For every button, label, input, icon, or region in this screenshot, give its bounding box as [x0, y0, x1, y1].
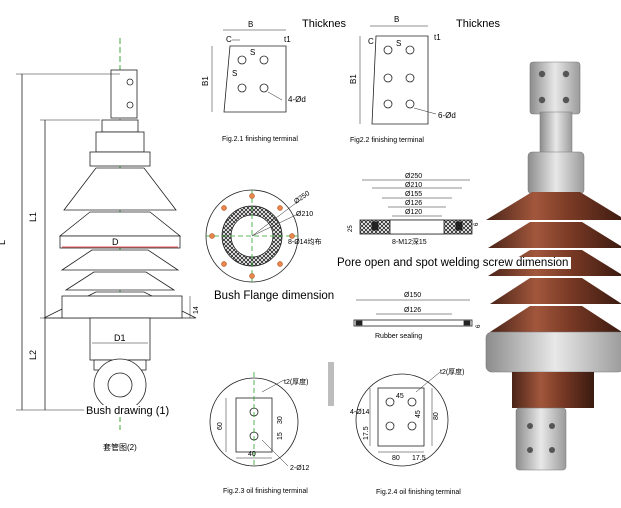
dim-pore-126: Ø126: [405, 200, 422, 207]
label-rubber-sealing: Rubber sealing: [375, 333, 423, 340]
dim-o-15: 15: [277, 432, 284, 440]
separator-bar: [328, 362, 334, 406]
dim-pore-250: Ø250: [405, 173, 422, 180]
dim-s-2-2: S: [396, 39, 401, 48]
dim-c-2-1: C: [226, 35, 232, 44]
dim-D: D: [112, 237, 119, 247]
fig-2-2-drawing: [359, 25, 437, 125]
label-bush-drawing: Bush drawing (1): [84, 405, 172, 417]
dim-q-45b: 45: [415, 410, 422, 418]
dim-hole-2-1: 4-Ød: [288, 95, 306, 104]
dim-pore-25: 25: [348, 225, 354, 232]
bush-flange-drawing: [205, 189, 301, 283]
dim-q-80b: 80: [392, 455, 400, 462]
dim-hole-2-2: 6-Ød: [438, 111, 456, 120]
dim-pore-small: 6: [474, 222, 480, 226]
dim-o-holes: 2-Ø12: [290, 465, 310, 472]
dim-o-30: 30: [277, 416, 284, 424]
dim-L1: L1: [28, 212, 38, 222]
fig-2-1-drawing: [211, 29, 287, 113]
dim-q-175b: 17.5: [412, 455, 426, 462]
label-thickness-1: Thicknes: [302, 18, 347, 30]
label-bush-flange: Bush Flange dimension: [214, 290, 335, 302]
dim-pore-120: Ø120: [405, 209, 422, 216]
dim-pore-screw: 8-M12深15: [392, 237, 427, 246]
dim-14: 14: [193, 306, 200, 314]
dim-flange-holes: 8-Ø14均布: [288, 237, 321, 246]
caption-fig-2-4: Fig.2.4 oil finishing terminal: [376, 489, 461, 496]
dim-L: L: [0, 240, 7, 245]
dim-q-175a: 17.5: [363, 426, 370, 440]
dim-pore-155: Ø155: [405, 191, 422, 198]
dim-o-t2: t2(厚度): [284, 377, 309, 386]
dim-b1-2-1: B1: [201, 76, 210, 86]
dim-s-2-1: S: [250, 48, 255, 57]
dim-o-60: 60: [217, 422, 224, 430]
dim-s-2-1b: S: [232, 69, 237, 78]
dim-q-45a: 45: [396, 393, 404, 400]
bushing-elevation-drawing: [16, 38, 197, 430]
caption-fig-2-3: Fig.2.3 oil finishing terminal: [223, 488, 308, 495]
dim-t1-2-1: t1: [284, 35, 291, 44]
dim-b-2-1: B: [248, 20, 253, 29]
dim-D1: D1: [114, 333, 126, 343]
dim-L2: L2: [28, 350, 38, 360]
dim-rubber-126: Ø126: [404, 307, 421, 314]
fig-2-4-drawing: [355, 371, 449, 467]
rubber-sealing-drawing: [353, 299, 473, 327]
dim-q-t2: t2(厚度): [440, 367, 465, 376]
dim-t1-2-2: t1: [434, 33, 441, 42]
dim-c-2-2: C: [368, 37, 374, 46]
dim-b-2-2: B: [394, 15, 399, 24]
dim-flange-210: Ø210: [296, 211, 313, 218]
label-thickness-2: Thicknes: [456, 18, 501, 30]
dim-q-80a: 80: [433, 412, 440, 420]
label-bush-drawing-2: 套管图(2): [103, 442, 137, 452]
dim-rubber-6: 6: [476, 324, 482, 328]
dim-b1-2-2: B1: [349, 74, 358, 84]
caption-fig-2-1: Fig.2.1 finishing terminal: [222, 136, 298, 143]
dim-q-holes: 4-Ø14: [350, 409, 370, 416]
caption-fig-2-2: Fig2.2 finishing terminal: [350, 137, 424, 144]
dim-pore-210: Ø210: [405, 182, 422, 189]
dim-flange-250: Ø250: [293, 190, 311, 206]
dim-o-40: 40: [248, 451, 256, 458]
fig-2-3-drawing: [209, 372, 299, 468]
pore-open-drawing: [359, 179, 473, 235]
dim-rubber-150: Ø150: [404, 292, 421, 299]
label-pore-open: Pore open and spot welding screw dimensi…: [334, 257, 572, 269]
